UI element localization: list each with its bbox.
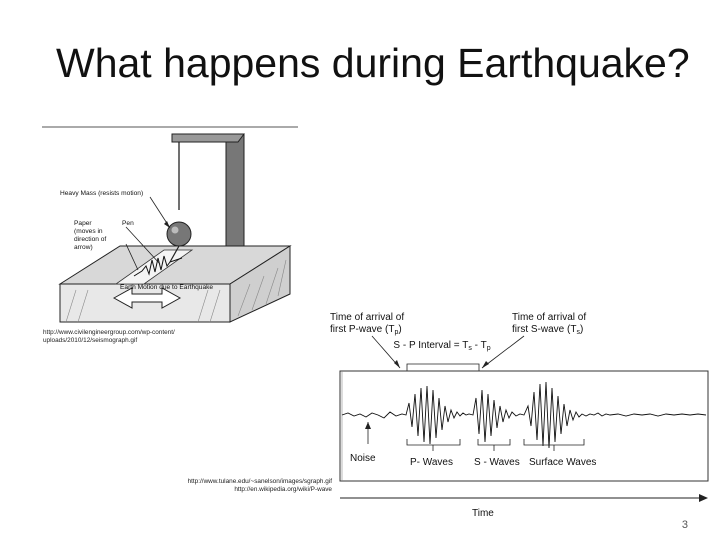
s-waves-label: S - Waves [474, 457, 520, 468]
earth-motion-label: Earth Motion due to Earthquake [120, 284, 213, 291]
s-arrival-subscript: s [576, 329, 580, 336]
page-number: 3 [681, 519, 688, 531]
sp-interval-s-subscript: s [468, 345, 472, 352]
s-arrival-label-line-2: first S-wave (T [512, 324, 576, 335]
p-waves-label: P- Waves [410, 457, 453, 468]
seismograph-source-line-2: uploads/2010/12/seismograph.gif [43, 337, 138, 344]
paper-label-line-4: arrow) [74, 244, 93, 251]
seismogram-source-line-2: http://en.wikipedia.org/wiki/P-wave [234, 486, 332, 493]
p-arrival-subscript: p [394, 329, 398, 336]
paper-label-line-2: (moves in [74, 228, 103, 235]
sp-interval-label: S - P Interval = T [393, 340, 468, 351]
sp-interval-p-subscript: p [487, 345, 491, 352]
slide-title: What happens during Earthquake? [56, 40, 690, 86]
svg-text:first P-wave (Tp): first P-wave (Tp) [330, 324, 402, 336]
noise-label: Noise [350, 453, 376, 464]
paper-label-line-1: Paper [74, 220, 92, 227]
time-axis-label: Time [472, 508, 494, 519]
seismograph-source: http://www.civilengineergroup.com/wp-con… [43, 329, 175, 345]
svg-text:Time of arrival of: Time of arrival of [330, 312, 404, 323]
seismograph-illustration: Heavy Mass (resists motion) Pen Paper (m… [42, 126, 298, 323]
svg-text:Time of arrival of: Time of arrival of [512, 312, 586, 323]
svg-text:S - P Interval = Ts - Tp: S - P Interval = Ts - Tp [393, 340, 490, 352]
seismogram-figure: Time of arrival of first P-wave (Tp) Tim… [330, 312, 709, 519]
seismogram-source: http://www.tulane.edu/~sanelson/images/s… [178, 478, 332, 494]
surface-waves-label: Surface Waves [529, 457, 596, 468]
svg-text:first S-wave (Ts): first S-wave (Ts) [512, 324, 583, 336]
seismograph-source-line-1: http://www.civilengineergroup.com/wp-con… [43, 329, 175, 336]
sp-interval-minus: - T [472, 340, 487, 351]
seismogram-source-line-1: http://www.tulane.edu/~sanelson/images/s… [187, 478, 332, 485]
s-arrival-label-line-1: Time of arrival of [512, 312, 586, 323]
p-arrival-label-line-2: first P-wave (T [330, 324, 394, 335]
heavy-mass-label: Heavy Mass (resists motion) [60, 190, 143, 197]
pen-label: Pen [122, 220, 134, 227]
p-arrival-label-line-1: Time of arrival of [330, 312, 404, 323]
paper-label-line-3: direction of [74, 236, 106, 243]
seismogram-trace [341, 381, 707, 449]
